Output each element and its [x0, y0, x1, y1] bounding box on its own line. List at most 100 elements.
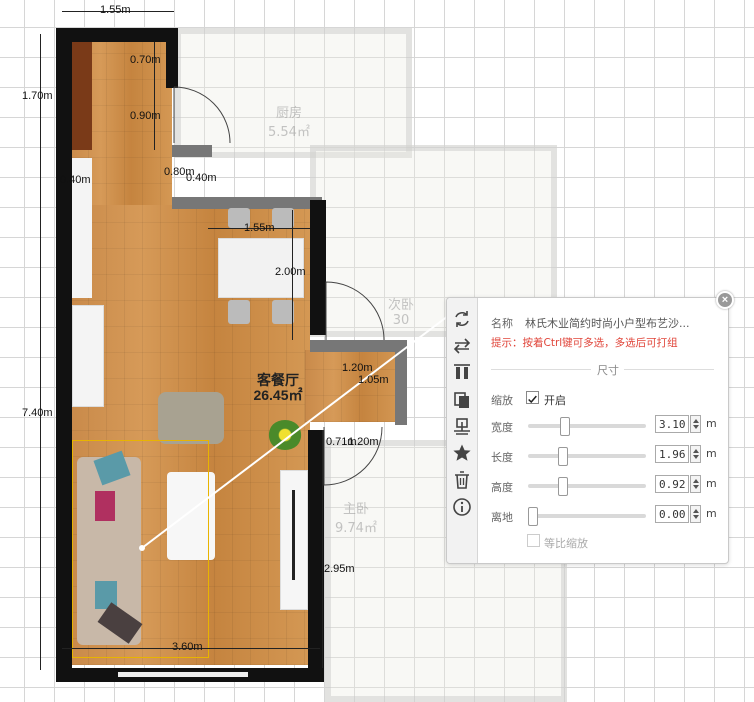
length-label: 长度: [491, 451, 513, 464]
elevation-slider-thumb[interactable]: [528, 507, 538, 526]
dim-table-width: 1.55m: [244, 222, 275, 234]
dining-chair[interactable]: [272, 208, 294, 228]
width-slider-thumb[interactable]: [560, 417, 570, 436]
dining-table[interactable]: [218, 238, 304, 298]
dim-bay-width: 1.20m: [342, 362, 373, 374]
height-unit: m: [706, 477, 717, 490]
wall-upper-right: [166, 28, 178, 88]
dim-bay-depth: 1.05m: [358, 374, 389, 386]
dim-left-small: 0.40m: [60, 174, 91, 186]
dim-door-low-b: 1.20m: [348, 436, 379, 448]
length-slider-thumb[interactable]: [558, 447, 568, 466]
dim-left-lower: 7.40m: [22, 407, 53, 419]
property-panel: 名称 林氏木业简约时尚小户型布艺沙... 提示：按着Ctrl键可多选，多选后可打…: [446, 297, 729, 564]
tv: [292, 490, 295, 580]
wall-top: [56, 28, 176, 42]
scale-label: 缩放: [491, 394, 513, 407]
ground-icon[interactable]: [451, 415, 473, 437]
delete-icon[interactable]: [451, 469, 473, 491]
rotate-icon[interactable]: [451, 308, 473, 330]
height-spinner[interactable]: [690, 475, 701, 493]
favorite-icon[interactable]: [451, 442, 473, 464]
height-label: 高度: [491, 481, 513, 494]
length-unit: m: [706, 447, 717, 460]
wall-bay-right: [395, 340, 407, 425]
wall-right-low: [308, 430, 324, 682]
dimline-table-v: [292, 210, 293, 340]
copy-icon[interactable]: [451, 389, 473, 411]
plant[interactable]: [268, 420, 302, 450]
wall-upper-right-b: [172, 145, 212, 157]
kitchen-room: [175, 28, 412, 158]
dim-door-mid: 0.90m: [130, 110, 161, 122]
dim-bottom-width: 3.60m: [172, 641, 203, 653]
shoe-cabinet[interactable]: [72, 305, 104, 407]
selected-sofa[interactable]: [72, 440, 209, 658]
wall-bay-top: [310, 340, 405, 352]
length-input[interactable]: 1.96: [655, 445, 689, 463]
dimline-upper: [154, 42, 155, 150]
width-label: 宽度: [491, 421, 513, 434]
dim-left-upper: 1.70m: [22, 90, 53, 102]
align-icon[interactable]: [451, 361, 473, 383]
dim-door-low-a: 0.71m: [326, 436, 357, 448]
cabinet[interactable]: [72, 158, 92, 298]
name-label: 名称: [491, 317, 513, 330]
mirror-icon[interactable]: [451, 335, 473, 357]
dining-chair[interactable]: [228, 300, 250, 324]
close-icon[interactable]: ×: [716, 291, 734, 309]
height-slider[interactable]: [528, 477, 646, 496]
wall-left: [56, 28, 72, 682]
sofa-cushion: [95, 581, 117, 609]
armchair[interactable]: [158, 392, 224, 444]
height-slider-thumb[interactable]: [558, 477, 568, 496]
dim-small-a: 0.80m: [164, 166, 195, 178]
elevation-spinner[interactable]: [690, 505, 701, 523]
section-divider-right: [624, 369, 714, 370]
door-bedroom2: [325, 281, 385, 341]
hint-text: 提示：按着Ctrl键可多选，多选后可打组: [491, 337, 678, 349]
living-room-name: 客餐厅: [257, 372, 299, 388]
elevation-input[interactable]: 0.00: [655, 505, 689, 523]
section-title: 尺寸: [593, 362, 623, 378]
length-slider[interactable]: [528, 447, 646, 466]
dim-table-length: 2.00m: [275, 266, 306, 278]
dimline-right-low: [322, 430, 323, 668]
window-bottom: [118, 672, 248, 677]
dining-chair[interactable]: [228, 208, 250, 228]
panel-toolbar: [447, 298, 478, 563]
section-divider-left: [491, 369, 591, 370]
elevation-label: 离地: [491, 511, 513, 524]
width-input[interactable]: 3.10: [655, 415, 689, 433]
width-spinner[interactable]: [690, 415, 701, 433]
height-input[interactable]: 0.92: [655, 475, 689, 493]
coffee-table[interactable]: [167, 472, 215, 560]
elevation-unit: m: [706, 507, 717, 520]
scale-checkbox[interactable]: [526, 391, 539, 404]
dining-chair[interactable]: [272, 300, 294, 324]
dim-door-upper: 0.70m: [130, 54, 161, 66]
proportional-checkbox[interactable]: [527, 534, 540, 547]
length-spinner[interactable]: [690, 445, 701, 463]
wardrobe: [72, 42, 92, 150]
door-master: [323, 426, 383, 486]
wall-right-mid: [310, 200, 326, 335]
dimline-bottom: [62, 648, 320, 649]
living-room-label: 客餐厅 26.45㎡: [238, 373, 318, 403]
door-kitchen: [173, 86, 231, 144]
dimline-left: [40, 34, 41, 670]
info-icon[interactable]: [451, 496, 473, 518]
width-slider[interactable]: [528, 417, 646, 436]
dim-top-width: 1.55m: [100, 4, 131, 16]
elevation-slider[interactable]: [528, 507, 646, 526]
dim-right-lower: 2.95m: [324, 563, 355, 575]
width-unit: m: [706, 417, 717, 430]
living-room-area: 26.45㎡: [253, 387, 303, 403]
dimline-top: [62, 11, 174, 12]
wall-step: [172, 197, 322, 209]
proportional-label: 等比缩放: [544, 537, 588, 550]
